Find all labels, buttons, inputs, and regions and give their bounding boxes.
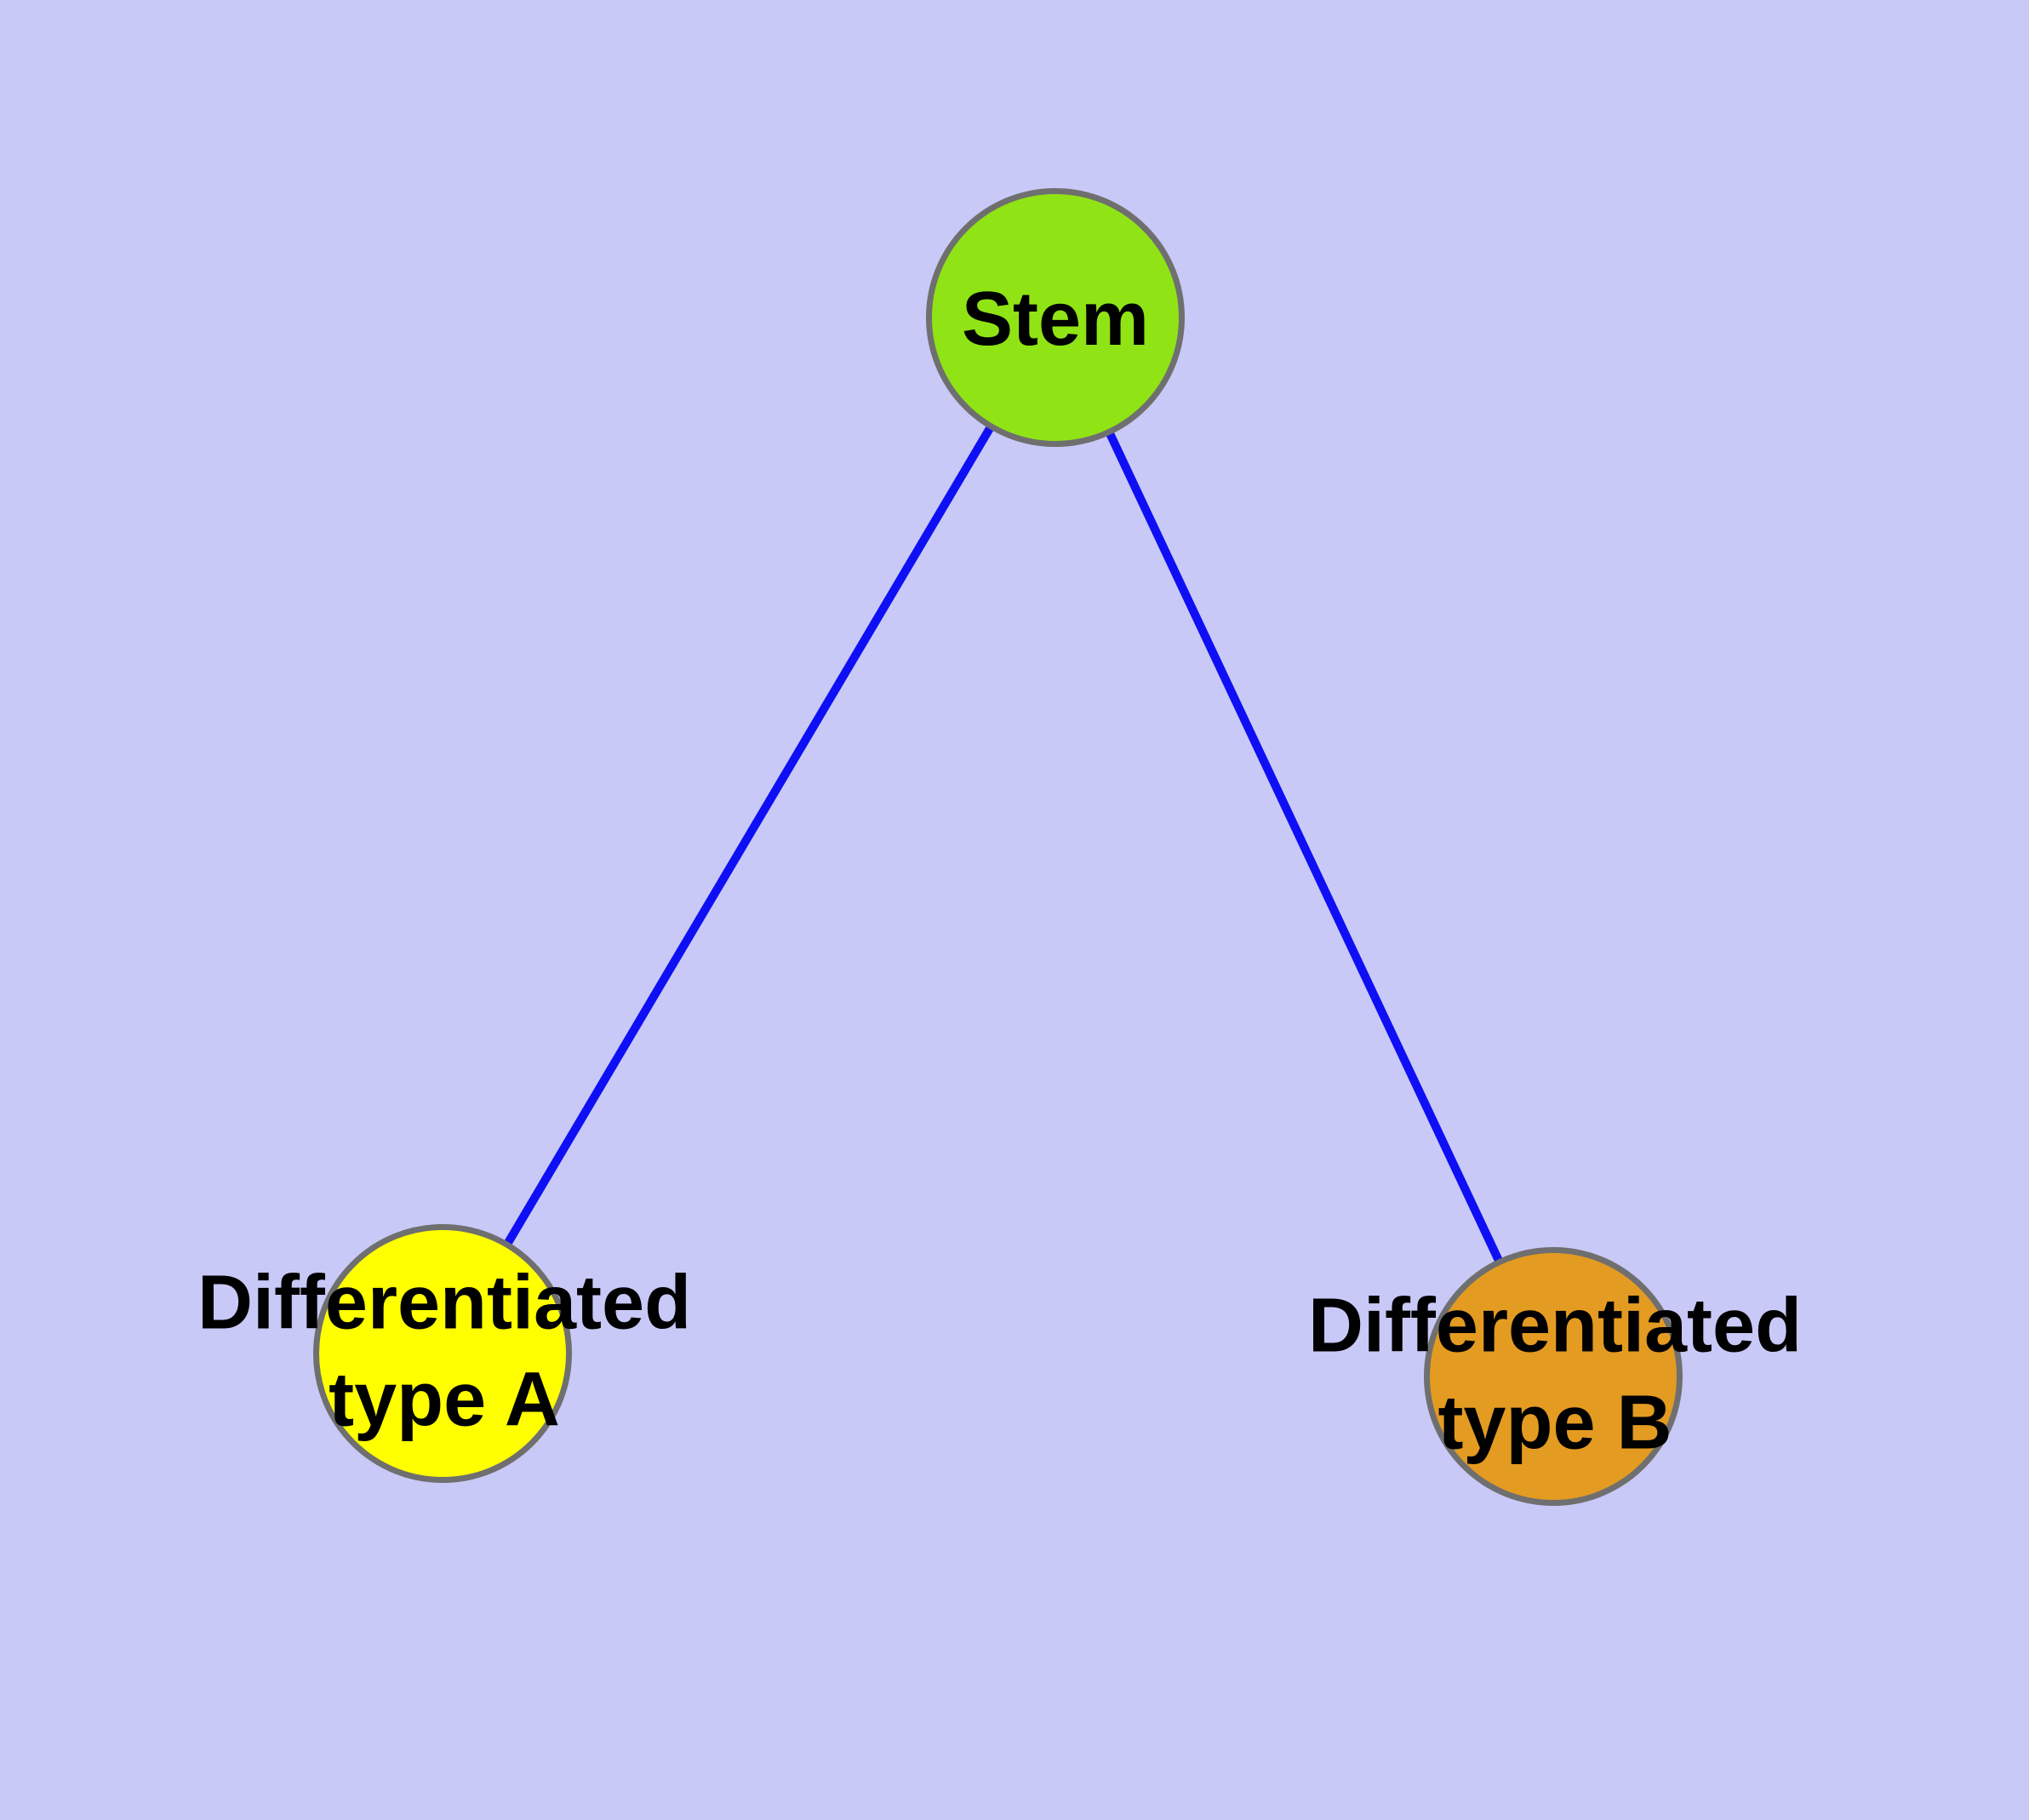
edge-stem-to-typeA [438,315,1060,1356]
node-stem [926,188,1185,447]
node-typeB-label-line2: type B [1437,1381,1672,1466]
node-typeA-label-line2: type A [329,1358,560,1443]
node-typeA-label-line1: Differentiated [197,1260,692,1346]
node-stem-label-text: Stem [961,276,1150,362]
node-differentiated-type-a-label: Differentiated type A [197,1255,691,1450]
node-differentiated-type-a [313,1224,572,1483]
edge-stem-to-typeB [1051,315,1557,1379]
node-typeB-label-line1: Differentiated [1307,1283,1803,1369]
node-stem-label: Stem [962,271,1149,368]
node-differentiated-type-b [1424,1247,1683,1506]
node-differentiated-type-b-label: Differentiated type B [1308,1278,1802,1473]
